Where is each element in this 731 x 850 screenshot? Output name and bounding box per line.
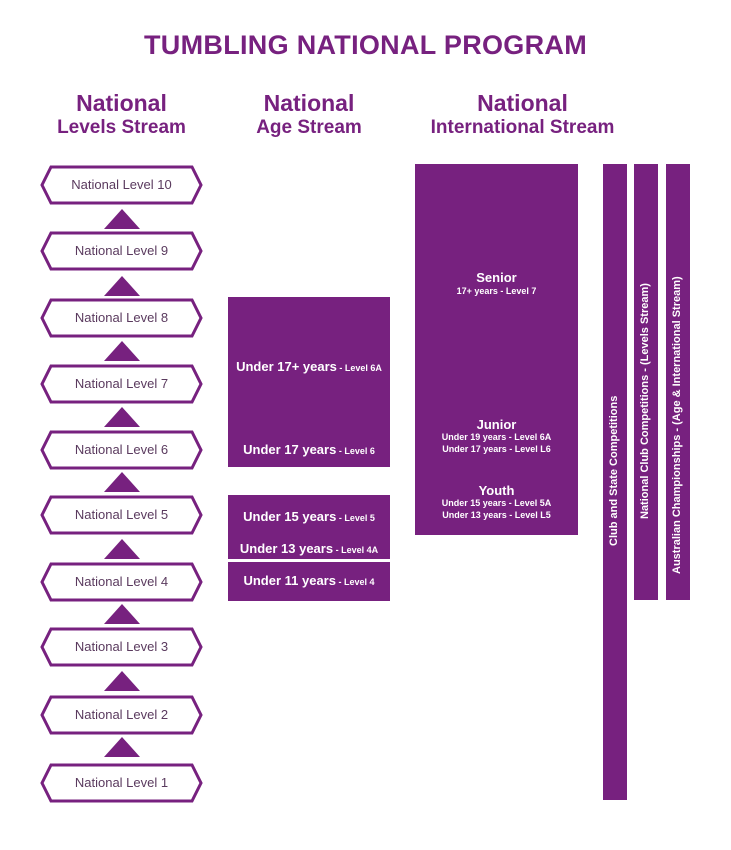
level-box-10: National Level 10 <box>40 165 203 205</box>
level-label: National Level 6 <box>74 442 169 457</box>
level-hexagon-shape <box>40 298 203 338</box>
senior-title: Senior <box>476 270 517 285</box>
age-u15-main: Under 15 years <box>243 509 337 524</box>
up-arrow-icon <box>104 276 140 296</box>
age-row-u11: Under 11 years - Level 4 <box>228 572 390 590</box>
up-arrow-icon <box>104 407 140 427</box>
national-club-competitions-bar: National Club Competitions - (Levels Str… <box>634 164 658 600</box>
international-header-line1: National <box>477 90 568 116</box>
level-box-4: National Level 4 <box>40 562 203 602</box>
junior-title: Junior <box>476 417 517 432</box>
junior-line-2: Under 17 years - Level L6 <box>442 444 551 454</box>
age-u17plus-level: - Level 6A <box>336 363 382 373</box>
level-hexagon-shape <box>40 364 203 404</box>
up-arrow-icon <box>104 209 140 229</box>
level-label: National Level 10 <box>71 177 172 192</box>
age-box-middle: Under 15 years - Level 5 Under 13 years … <box>228 495 390 559</box>
level-label: National Level 9 <box>74 243 169 258</box>
youth-line-1: Under 15 years - Level 5A <box>441 498 552 508</box>
international-header-line2: International Stream <box>430 117 615 138</box>
level-label: National Level 8 <box>74 310 169 325</box>
level-hexagon-shape <box>40 495 203 535</box>
level-label: National Level 4 <box>74 574 169 589</box>
age-u15-level: - Level 5 <box>336 513 375 523</box>
age-header-line1: National <box>263 90 355 116</box>
level-box-1: National Level 1 <box>40 763 203 803</box>
age-row-u17plus: Under 17+ years - Level 6A <box>228 358 390 376</box>
up-arrow-icon <box>104 604 140 624</box>
level-label: National Level 2 <box>74 707 169 722</box>
up-arrow-icon <box>104 341 140 361</box>
age-u11-level: - Level 4 <box>335 577 375 587</box>
international-box: Senior 17+ years - Level 7 Junior Under … <box>415 164 578 535</box>
level-hexagon-shape <box>40 763 203 803</box>
australian-championships-label: Australian Championships - (Age & Intern… <box>671 276 683 574</box>
youth-line-2: Under 13 years - Level L5 <box>442 510 551 520</box>
age-u17-level: - Level 6 <box>336 446 375 456</box>
level-box-5: National Level 5 <box>40 495 203 535</box>
level-label: National Level 1 <box>74 775 169 790</box>
level-box-9: National Level 9 <box>40 231 203 271</box>
level-box-7: National Level 7 <box>40 364 203 404</box>
levels-stream-header: National Levels Stream <box>40 90 203 138</box>
up-arrow-icon <box>104 539 140 559</box>
level-box-8: National Level 8 <box>40 298 203 338</box>
level-hexagon-shape <box>40 695 203 735</box>
up-arrow-icon <box>104 737 140 757</box>
level-hexagon-shape <box>40 627 203 667</box>
level-box-3: National Level 3 <box>40 627 203 667</box>
club-state-competitions-bar: Club and State Competitions <box>603 164 627 800</box>
levels-header-line1: National <box>76 90 167 116</box>
junior-line-1: Under 19 years - Level 6A <box>441 432 552 442</box>
age-u11-main: Under 11 years <box>243 573 336 588</box>
level-hexagon-shape <box>40 165 203 205</box>
level-hexagon-shape <box>40 430 203 470</box>
up-arrow-icon <box>104 472 140 492</box>
age-row-u13: Under 13 years - Level 4A <box>228 540 390 558</box>
age-box-lower: Under 11 years - Level 4 <box>228 562 390 601</box>
level-label: National Level 5 <box>74 507 169 522</box>
page-title: TUMBLING NATIONAL PROGRAM <box>144 30 587 60</box>
club-state-competitions-label: Club and State Competitions <box>608 395 620 546</box>
levels-header-line2: Levels Stream <box>57 117 186 138</box>
age-header-line2: Age Stream <box>256 117 362 138</box>
level-hexagon-shape <box>40 562 203 602</box>
age-u17-main: Under 17 years <box>243 442 337 457</box>
age-row-u17: Under 17 years - Level 6 <box>228 441 390 459</box>
level-label: National Level 7 <box>74 376 169 391</box>
level-box-2: National Level 2 <box>40 695 203 735</box>
level-hexagon-shape <box>40 231 203 271</box>
level-box-6: National Level 6 <box>40 430 203 470</box>
international-stream-header: National International Stream <box>405 90 640 138</box>
age-u13-main: Under 13 years <box>239 541 334 556</box>
senior-line: 17+ years - Level 7 <box>456 286 537 296</box>
age-box-upper: Under 17+ years - Level 6A Under 17 year… <box>228 297 390 467</box>
age-stream-header: National Age Stream <box>228 90 390 138</box>
up-arrow-icon <box>104 671 140 691</box>
youth-title: Youth <box>478 483 515 498</box>
national-club-competitions-label: National Club Competitions - (Levels Str… <box>639 283 651 519</box>
age-u17plus-main: Under 17+ years <box>236 359 337 374</box>
age-row-u15: Under 15 years - Level 5 <box>228 508 390 526</box>
australian-championships-bar: Australian Championships - (Age & Intern… <box>666 164 690 600</box>
level-label: National Level 3 <box>74 639 169 654</box>
age-u13-level: - Level 4A <box>333 545 379 555</box>
